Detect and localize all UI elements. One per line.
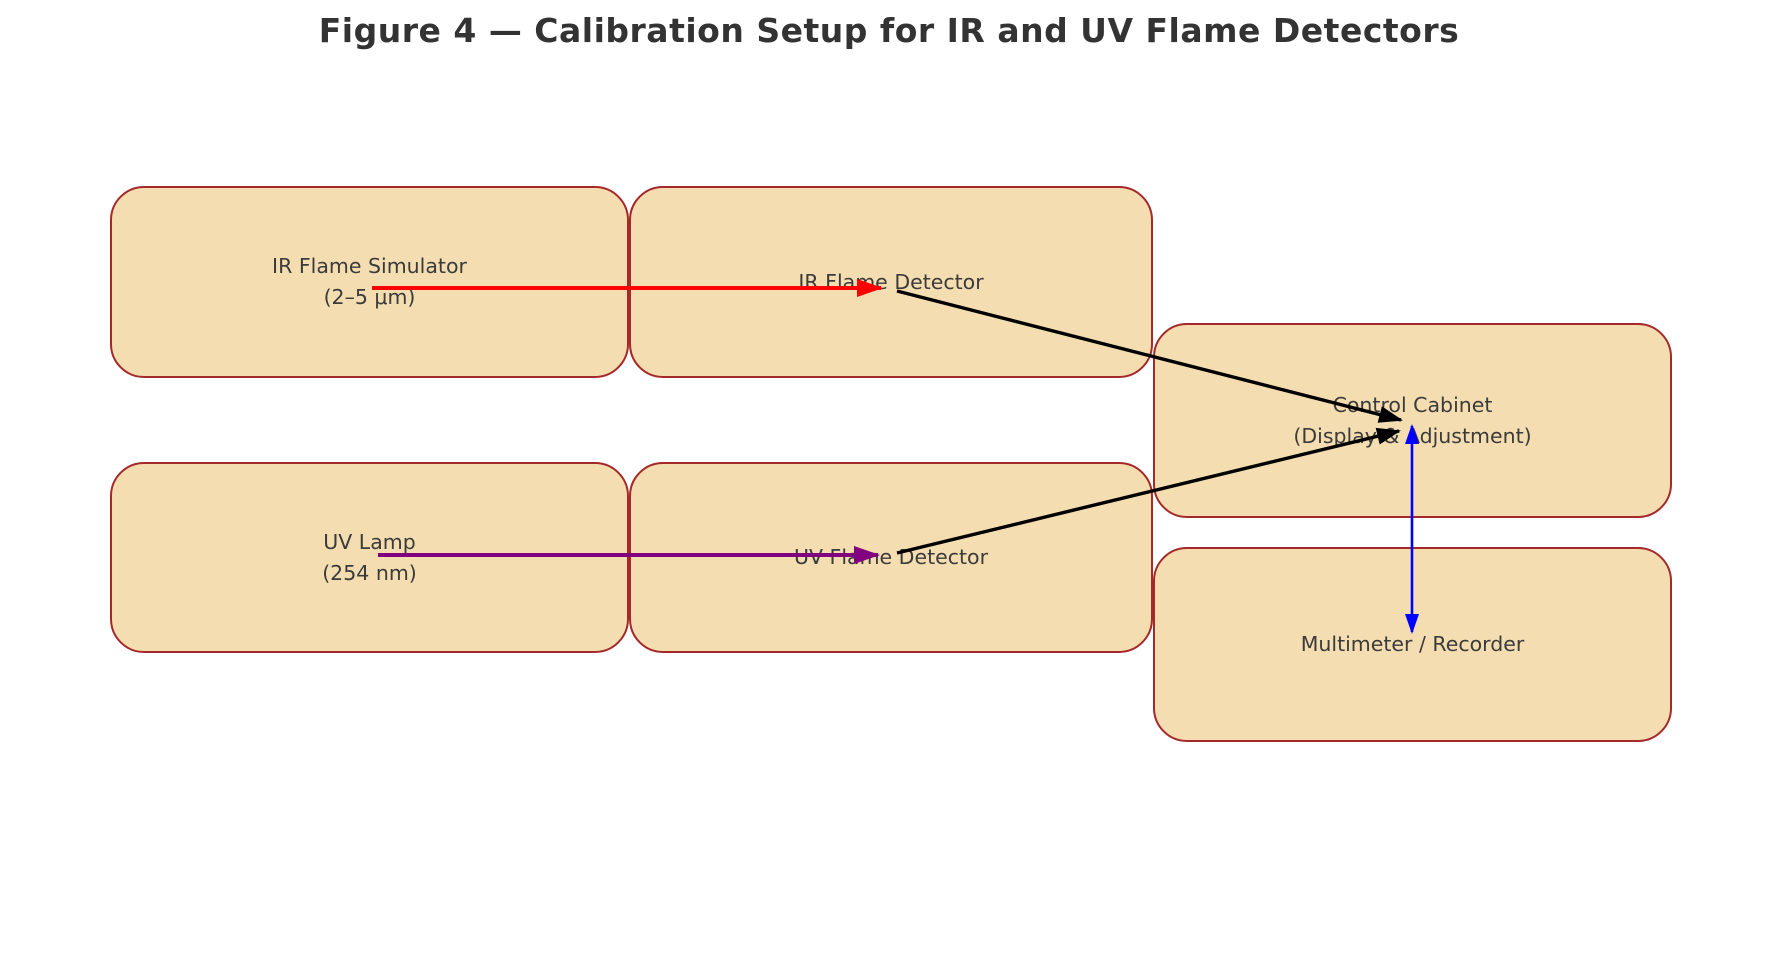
box-ir-flame-simulator: IR Flame Simulator (2–5 μm) <box>110 186 629 378</box>
box-uv-lamp: UV Lamp (254 nm) <box>110 462 629 653</box>
box-ir-flame-detector: IR Flame Detector <box>629 186 1153 378</box>
box-label: UV Flame Detector <box>793 545 989 569</box>
box-sublabel: (254 nm) <box>322 560 417 585</box>
box-uv-flame-detector: UV Flame Detector <box>629 462 1153 653</box>
box-multimeter-recorder: Multimeter / Recorder <box>1153 547 1672 742</box>
box-sublabel: (2–5 μm) <box>323 285 416 309</box>
box-sublabel: (Display & Adjustment) <box>1293 423 1532 448</box>
box-label: UV Lamp <box>323 529 416 554</box>
box-control-cabinet: Control Cabinet (Display & Adjustment) <box>1153 323 1672 518</box>
box-label: Control Cabinet <box>1332 392 1493 417</box>
box-label: Multimeter / Recorder <box>1300 632 1525 656</box>
box-label: IR Flame Detector <box>798 269 984 294</box>
box-label: IR Flame Simulator <box>272 254 467 278</box>
figure-title: Figure 4 — Calibration Setup for IR and … <box>318 11 1460 50</box>
